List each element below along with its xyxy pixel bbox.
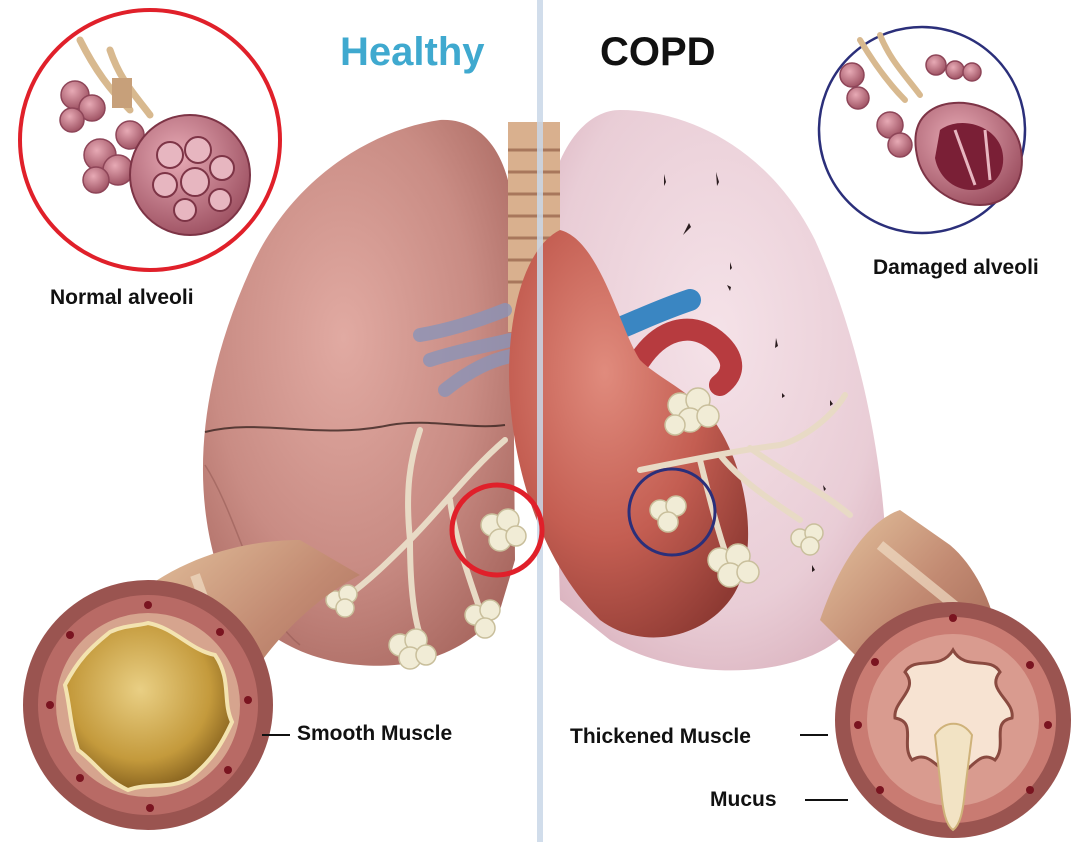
center-divider: [537, 0, 543, 842]
normal-alveoli-label: Normal alveoli: [50, 286, 194, 310]
copd-airway: [820, 510, 1071, 838]
copd-title: COPD: [600, 30, 716, 75]
healthy-title: Healthy: [340, 30, 485, 75]
healthy-airway: [23, 540, 360, 830]
normal-alveoli-inset: [20, 10, 280, 270]
mucus-label: Mucus: [710, 788, 777, 812]
thickened-muscle-label: Thickened Muscle: [570, 725, 751, 749]
smooth-muscle-label: Smooth Muscle: [297, 722, 452, 746]
damaged-alveoli-label: Damaged alveoli: [873, 256, 1039, 280]
damaged-alveoli-inset: [819, 27, 1025, 233]
